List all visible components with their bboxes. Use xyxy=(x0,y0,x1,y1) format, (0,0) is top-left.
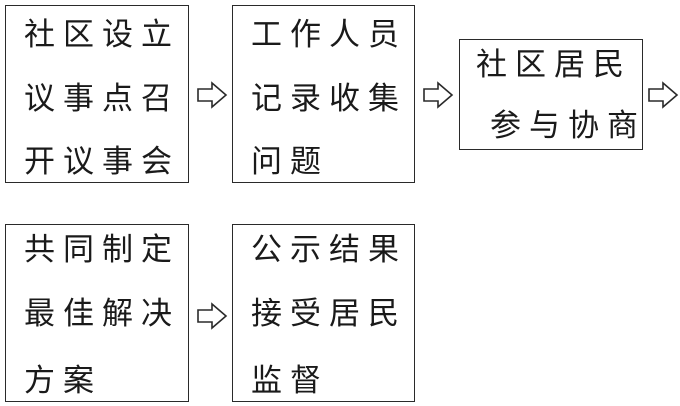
step-1-line-1: 社区设立 xyxy=(24,17,180,53)
step-3-line-1: 社区居民 xyxy=(476,47,632,83)
step-4-line-2: 最佳解决 xyxy=(24,296,180,332)
step-box-4: 共同制定 最佳解决 方案 xyxy=(5,224,189,402)
step-2-line-2: 记录收集 xyxy=(251,81,407,117)
arrow-icon xyxy=(196,302,228,330)
arrow-icon xyxy=(196,81,228,109)
step-5-line-2: 接受居民 xyxy=(251,296,407,332)
step-4-line-3: 方案 xyxy=(24,363,102,399)
step-3-line-2: 参与协商 xyxy=(490,108,646,144)
step-box-2: 工作人员 记录收集 问题 xyxy=(232,5,415,183)
step-box-1: 社区设立 议事点召 开议事会 xyxy=(5,5,189,183)
step-2-line-1: 工作人员 xyxy=(251,17,407,53)
step-5-line-1: 公示结果 xyxy=(251,232,407,268)
step-box-5: 公示结果 接受居民 监督 xyxy=(232,224,415,402)
step-box-3: 社区居民 参与协商 xyxy=(459,39,643,150)
step-2-line-3: 问题 xyxy=(251,144,329,180)
step-1-line-3: 开议事会 xyxy=(24,144,180,180)
step-1-line-2: 议事点召 xyxy=(24,81,180,117)
arrow-icon xyxy=(647,81,679,109)
step-5-line-3: 监督 xyxy=(251,363,329,399)
step-4-line-1: 共同制定 xyxy=(24,232,180,268)
arrow-icon xyxy=(422,81,454,109)
